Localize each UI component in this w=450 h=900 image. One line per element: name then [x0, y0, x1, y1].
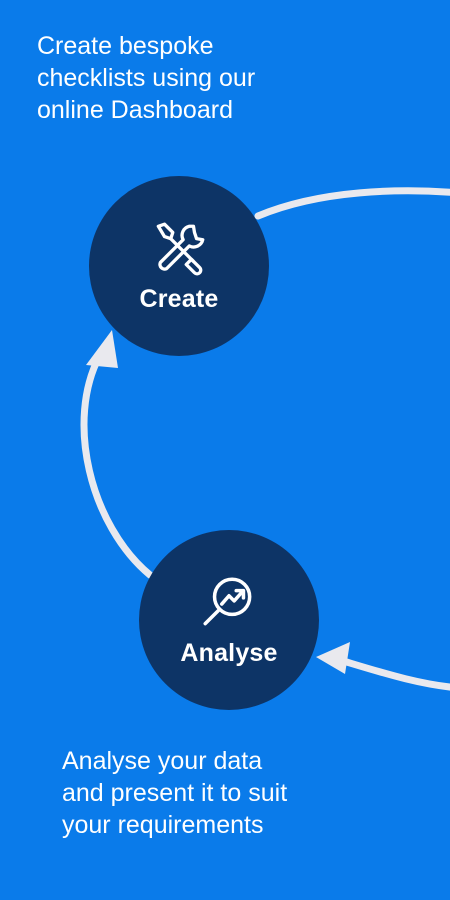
top-caption: Create bespoke checklists using our onli…: [37, 32, 256, 124]
analyse-step-label: Analyse: [180, 639, 278, 667]
arrowhead-to-analyse: [316, 642, 350, 674]
analyse-step-circle: Analyse: [139, 530, 319, 710]
bottom-caption: Analyse your data and present it to suit…: [62, 747, 288, 839]
arc-bottom-right: [336, 656, 450, 691]
arrowhead-to-create: [86, 330, 118, 368]
create-step-circle: Create: [89, 176, 269, 356]
arc-top-right: [254, 187, 450, 220]
create-step-label: Create: [139, 285, 219, 313]
arc-left: [80, 351, 154, 579]
tools-icon: [156, 222, 205, 276]
magnifier-trend-icon: [203, 577, 252, 626]
